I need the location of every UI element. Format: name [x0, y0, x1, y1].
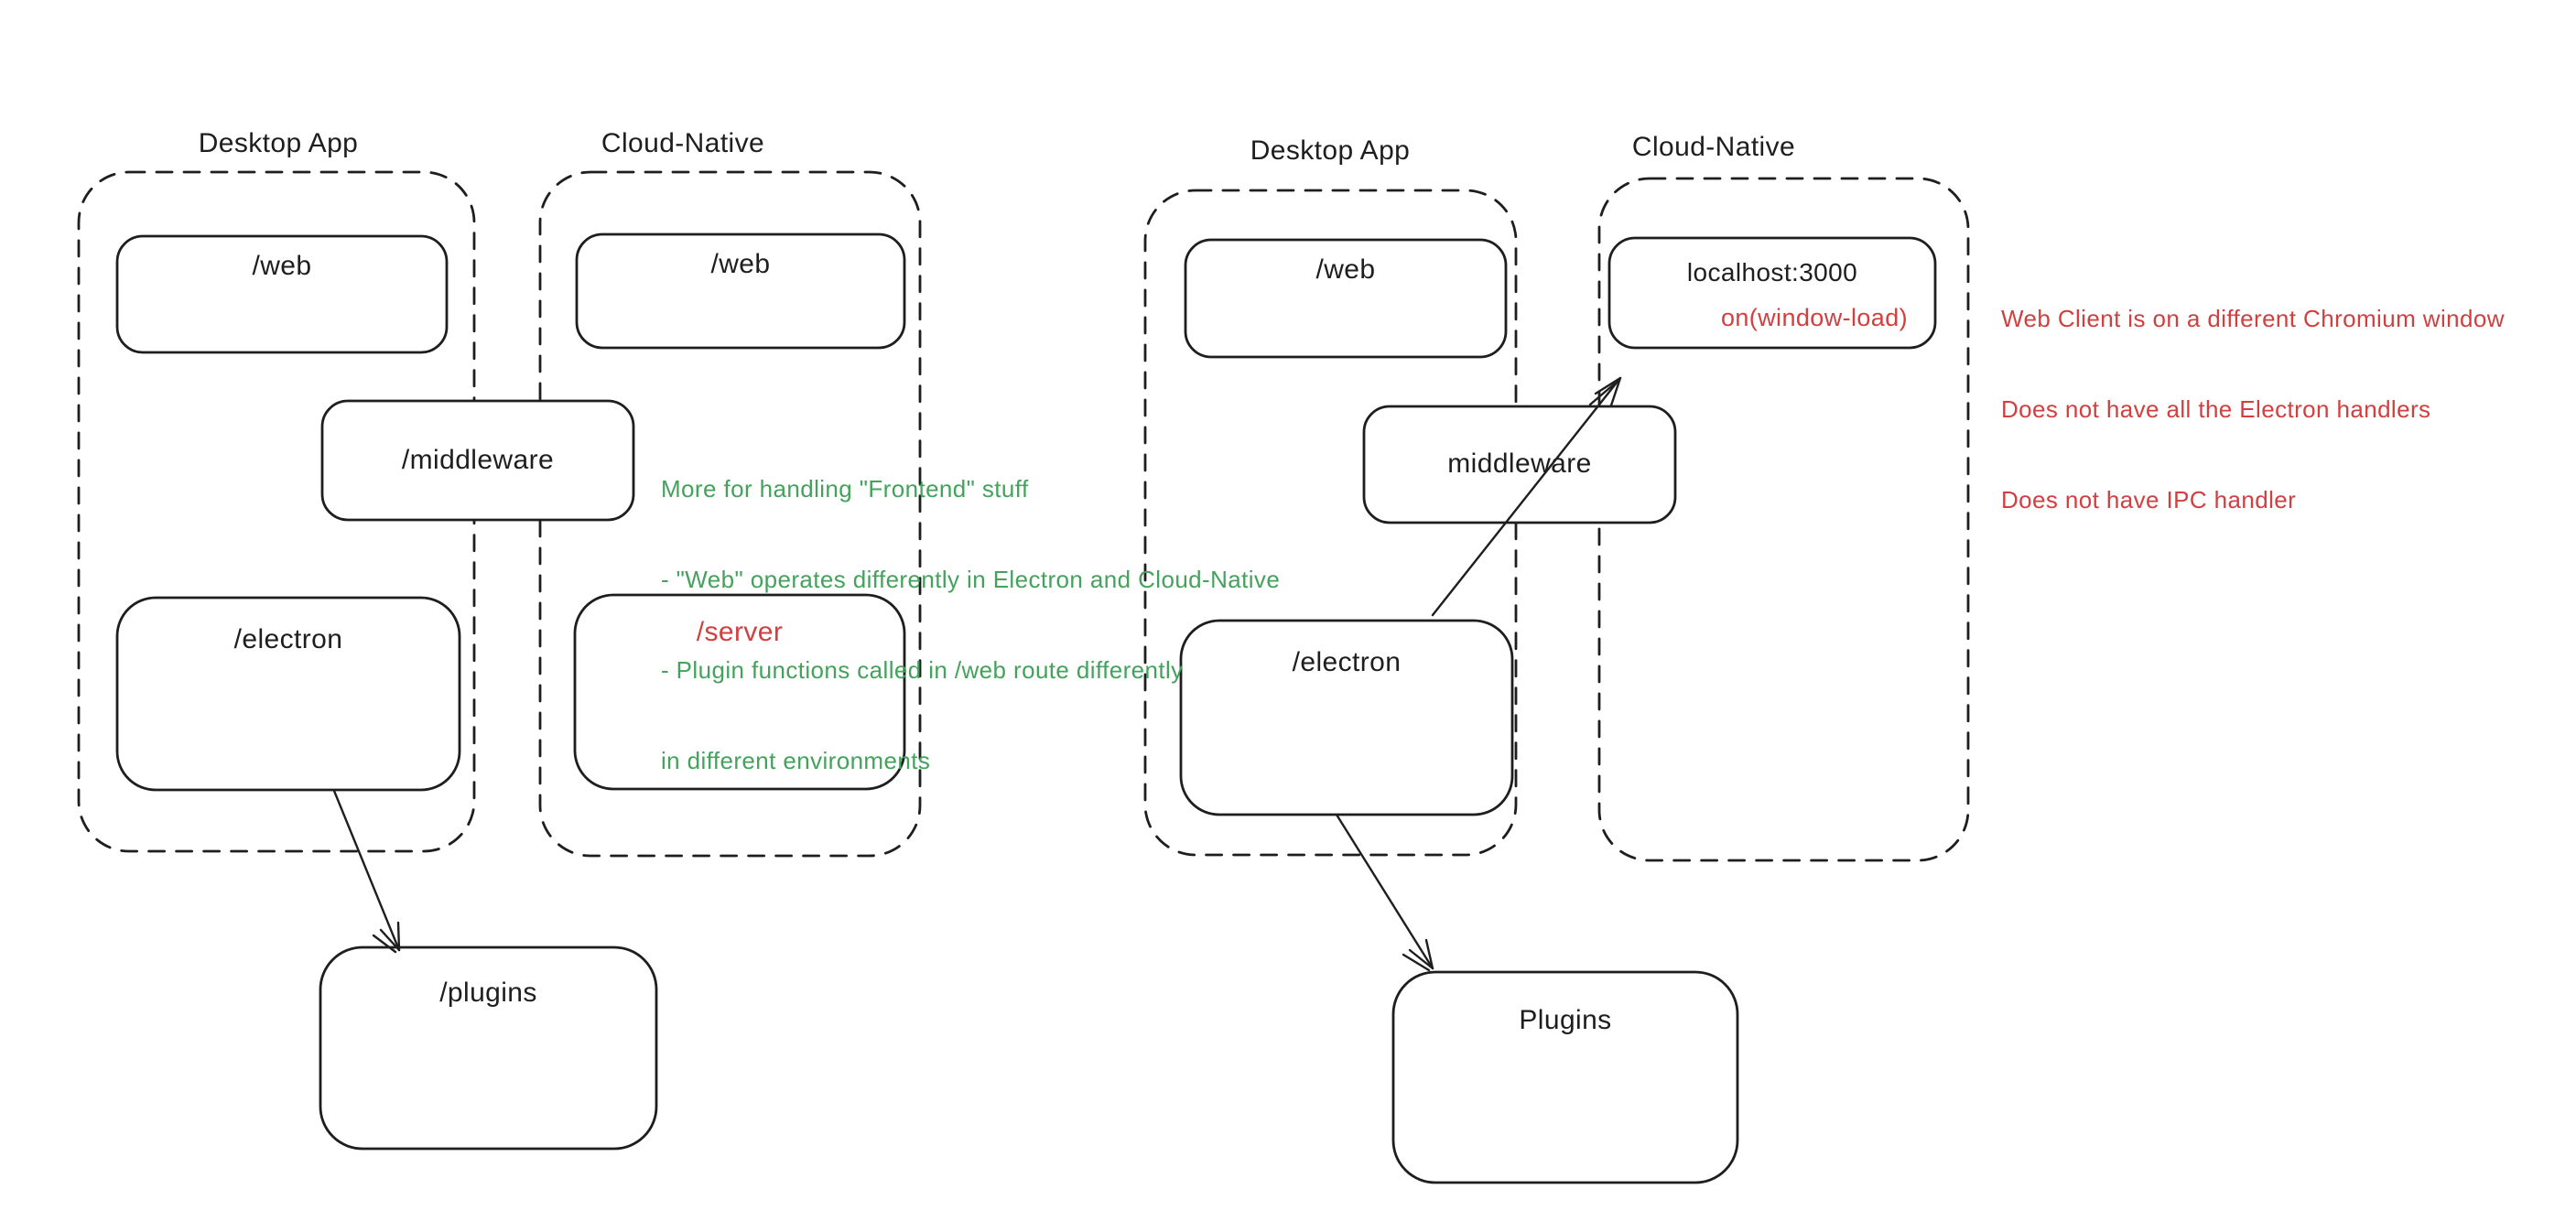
note-line: Does not have all the Electron handlers [2001, 395, 2431, 423]
right-note-red: Web Client is on a different Chromium wi… [2001, 243, 2505, 576]
note-line: - "Web" operates differently in Electron… [661, 566, 1281, 593]
note-line: in different environments [661, 747, 931, 774]
right-electron-box [1179, 619, 1514, 816]
note-line: - Plugin functions called in /web route … [661, 656, 1184, 684]
left-cloud-label: Cloud-Native [601, 128, 765, 158]
right-cloud-container [1597, 177, 1970, 862]
right-desktop-web-label: /web [1315, 254, 1376, 285]
left-middleware-label: /middleware [401, 445, 555, 475]
note-line: Does not have IPC handler [2001, 486, 2297, 513]
left-server-label: /server [696, 617, 784, 647]
left-cloud-web-box [575, 232, 906, 350]
right-desktop-web-box [1184, 238, 1508, 359]
right-cloud-label: Cloud-Native [1631, 132, 1796, 162]
note-line: Web Client is on a different Chromium wi… [2001, 305, 2505, 332]
right-plugins-box [1391, 970, 1739, 1184]
right-localhost-label: localhost:3000 [1686, 258, 1858, 286]
arrow-electron-to-localhost [1431, 376, 1622, 617]
right-localhost-box [1607, 236, 1937, 350]
left-note-green: More for handling "Frontend" stuff - "We… [661, 414, 1280, 837]
left-plugins-box [319, 946, 658, 1151]
left-electron-label: /electron [233, 624, 343, 654]
left-middleware-box [320, 399, 635, 522]
right-middleware-label: middleware [1447, 448, 1592, 479]
left-cloud-container [538, 170, 922, 858]
note-line: More for handling "Frontend" stuff [661, 475, 1029, 503]
arrow-electron-to-plugins-right [1335, 813, 1434, 972]
left-desktop-label: Desktop App [198, 128, 359, 158]
right-middleware-box [1362, 405, 1677, 524]
right-electron-label: /electron [1292, 647, 1402, 677]
right-localhost-event-label: on(window-load) [1720, 304, 1909, 331]
left-plugins-label: /plugins [439, 978, 537, 1008]
right-plugins-label: Plugins [1519, 1005, 1612, 1035]
left-cloud-web-label: /web [710, 249, 771, 279]
left-electron-box [115, 596, 461, 792]
arrow-electron-to-plugins-left [332, 789, 401, 954]
left-desktop-web-label: /web [252, 251, 312, 281]
right-desktop-label: Desktop App [1250, 135, 1411, 166]
left-server-box [573, 593, 906, 791]
left-desktop-web-box [115, 234, 449, 354]
